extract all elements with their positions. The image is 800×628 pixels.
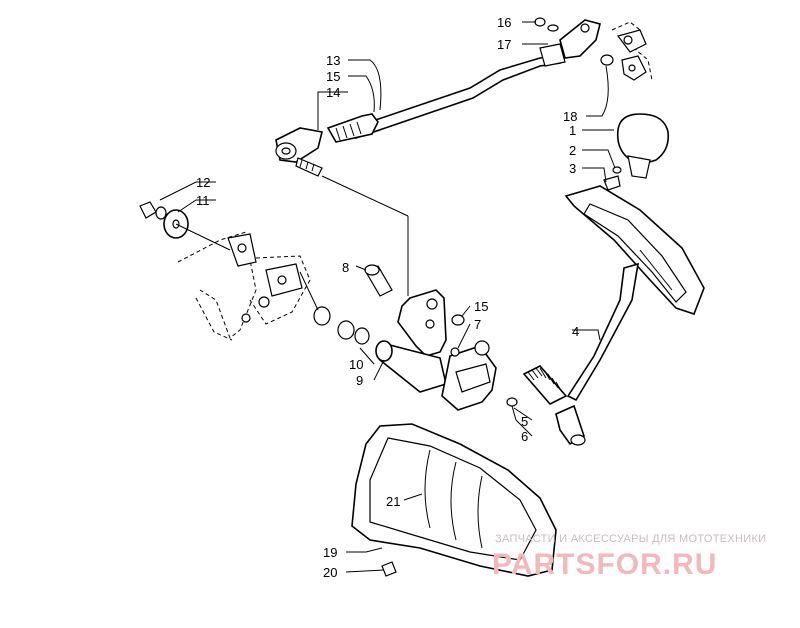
lever-boot <box>564 185 705 316</box>
callout-18: 18 <box>563 109 577 124</box>
callout-19: 19 <box>323 545 337 560</box>
pivot-shaft <box>375 340 497 411</box>
washer-16-17 <box>534 17 559 32</box>
callout-15-lower: 15 <box>474 299 488 314</box>
watermark-tagline: ЗАПЧАСТИ И АКСЕССУАРЫ ДЛЯ МОТОТЕХНИКИ <box>495 533 767 545</box>
callout-5: 5 <box>521 414 528 429</box>
callout-15-upper: 15 <box>326 69 340 84</box>
rod-threaded-end <box>326 113 379 143</box>
callout-7: 7 <box>474 317 481 332</box>
callout-17: 17 <box>497 37 511 52</box>
callout-14: 14 <box>326 85 340 100</box>
shift-knob <box>603 113 670 191</box>
shift-rod <box>350 19 601 140</box>
shift-lever <box>555 262 639 446</box>
rod-end-joint <box>275 127 323 177</box>
callout-4: 4 <box>572 324 579 339</box>
leader-lines <box>159 21 616 573</box>
pivot-bracket <box>397 289 447 357</box>
callout-3: 3 <box>569 161 576 176</box>
callout-13: 13 <box>326 53 340 68</box>
callout-6: 6 <box>521 429 528 444</box>
callout-9: 9 <box>356 373 363 388</box>
callout-8: 8 <box>342 260 349 275</box>
lower-cover <box>351 423 557 577</box>
callout-12: 12 <box>196 175 210 190</box>
callout-16: 16 <box>497 15 511 30</box>
callout-20: 20 <box>323 565 337 580</box>
callout-21: 21 <box>386 494 400 509</box>
left-frame-section <box>177 231 311 341</box>
callout-1: 1 <box>569 123 576 138</box>
bushing-small-parts <box>313 306 465 357</box>
callout-labels: 16 17 13 15 14 18 1 2 3 12 11 8 15 7 10 … <box>196 15 579 580</box>
watermark-logo: PARTSFOR.RU <box>492 548 718 581</box>
callout-11: 11 <box>196 193 210 208</box>
callout-2: 2 <box>569 143 576 158</box>
upper-frame-bracket <box>600 21 653 81</box>
return-spring <box>506 365 568 407</box>
pin-8 <box>364 264 393 297</box>
callout-10: 10 <box>349 357 363 372</box>
bolt-12-washer-11 <box>139 201 189 239</box>
